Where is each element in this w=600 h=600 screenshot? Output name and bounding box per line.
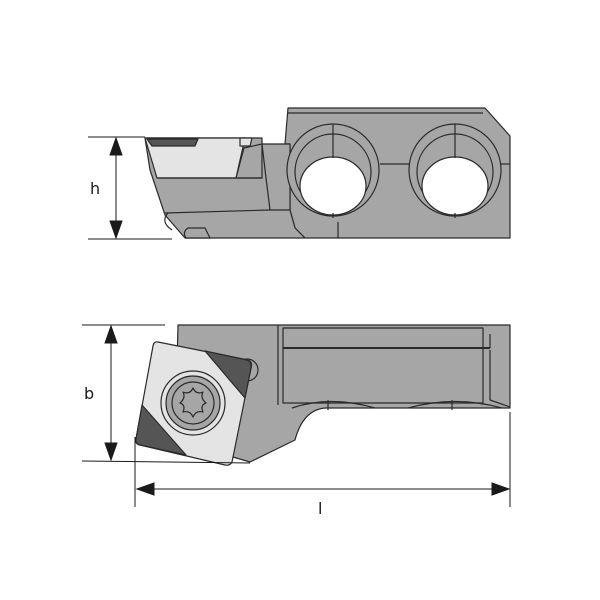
side-hole-1 [286, 123, 380, 218]
top-view [135, 324, 511, 466]
torx-icon [179, 387, 207, 418]
dimension-label-l: l [318, 499, 322, 518]
side-hole-2 [408, 123, 502, 218]
top-insert [135, 341, 253, 466]
dimension-label-b: b [84, 384, 94, 403]
dimension-length [134, 412, 511, 507]
dimension-width [81, 324, 251, 464]
dimension-label-h: h [90, 179, 100, 198]
side-view [144, 107, 511, 239]
side-slot [183, 227, 211, 239]
dimension-height [88, 136, 172, 240]
